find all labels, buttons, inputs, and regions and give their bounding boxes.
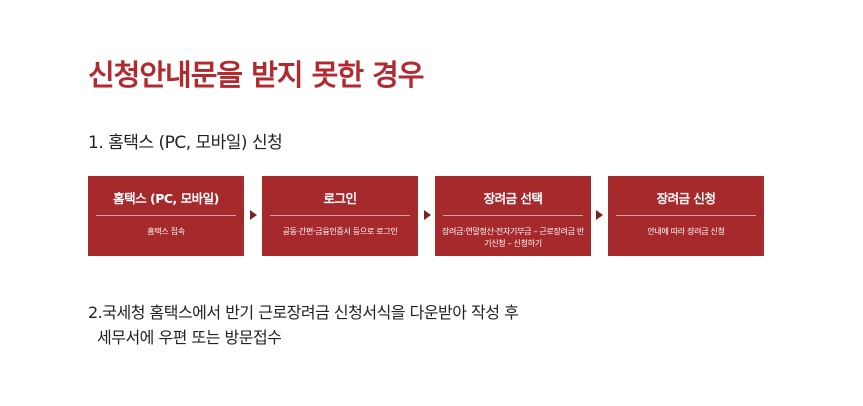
step-title: 장려금 선택 xyxy=(483,191,543,206)
step-homtax: 홈택스 (PC, 모바일) 홈택스 접속 xyxy=(88,176,244,256)
step-desc: 홈택스 접속 xyxy=(147,227,185,236)
step-desc: 공동·간편·금융인증서 등으로 로그인 xyxy=(282,227,398,236)
step-login: 로그인 공동·간편·금융인증서 등으로 로그인 xyxy=(262,176,418,256)
arrow-right-icon xyxy=(424,210,431,220)
section-2-line-2: 세무서에 우편 또는 방문접수 xyxy=(97,328,282,347)
step-desc: 안내에 따라 장려금 신청 xyxy=(647,227,725,236)
page-title: 신청안내문을 받지 못한 경우 xyxy=(88,58,424,92)
step-divider xyxy=(96,215,236,216)
process-steps: 홈택스 (PC, 모바일) 홈택스 접속 로그인 공동·간편·금융인증서 등으로… xyxy=(88,176,764,256)
step-divider xyxy=(616,215,756,216)
step-title: 장려금 신청 xyxy=(656,191,716,206)
section-1-heading: 1. 홈택스 (PC, 모바일) 신청 xyxy=(88,133,283,153)
step-divider xyxy=(443,215,583,216)
section-2-line-1: 2.국세청 홈택스에서 반기 근로장려금 신청서식을 다운받아 작성 후 xyxy=(88,303,519,322)
step-select-incentive: 장려금 선택 장려금·연말정산·전자기부금 – 근로장려금 반기신청 – 신청하… xyxy=(435,176,591,256)
step-desc: 장려금·연말정산·전자기부금 – 근로장려금 반기신청 – 신청하기 xyxy=(442,227,584,248)
step-title: 홈택스 (PC, 모바일) xyxy=(113,191,219,206)
arrow-right-icon xyxy=(250,210,257,220)
step-divider xyxy=(270,215,410,216)
step-title: 로그인 xyxy=(323,191,357,206)
section-2-text: 2.국세청 홈택스에서 반기 근로장려금 신청서식을 다운받아 작성 후 세무서… xyxy=(88,300,519,350)
arrow-right-icon xyxy=(596,210,603,220)
step-apply-incentive: 장려금 신청 안내에 따라 장려금 신청 xyxy=(608,176,764,256)
